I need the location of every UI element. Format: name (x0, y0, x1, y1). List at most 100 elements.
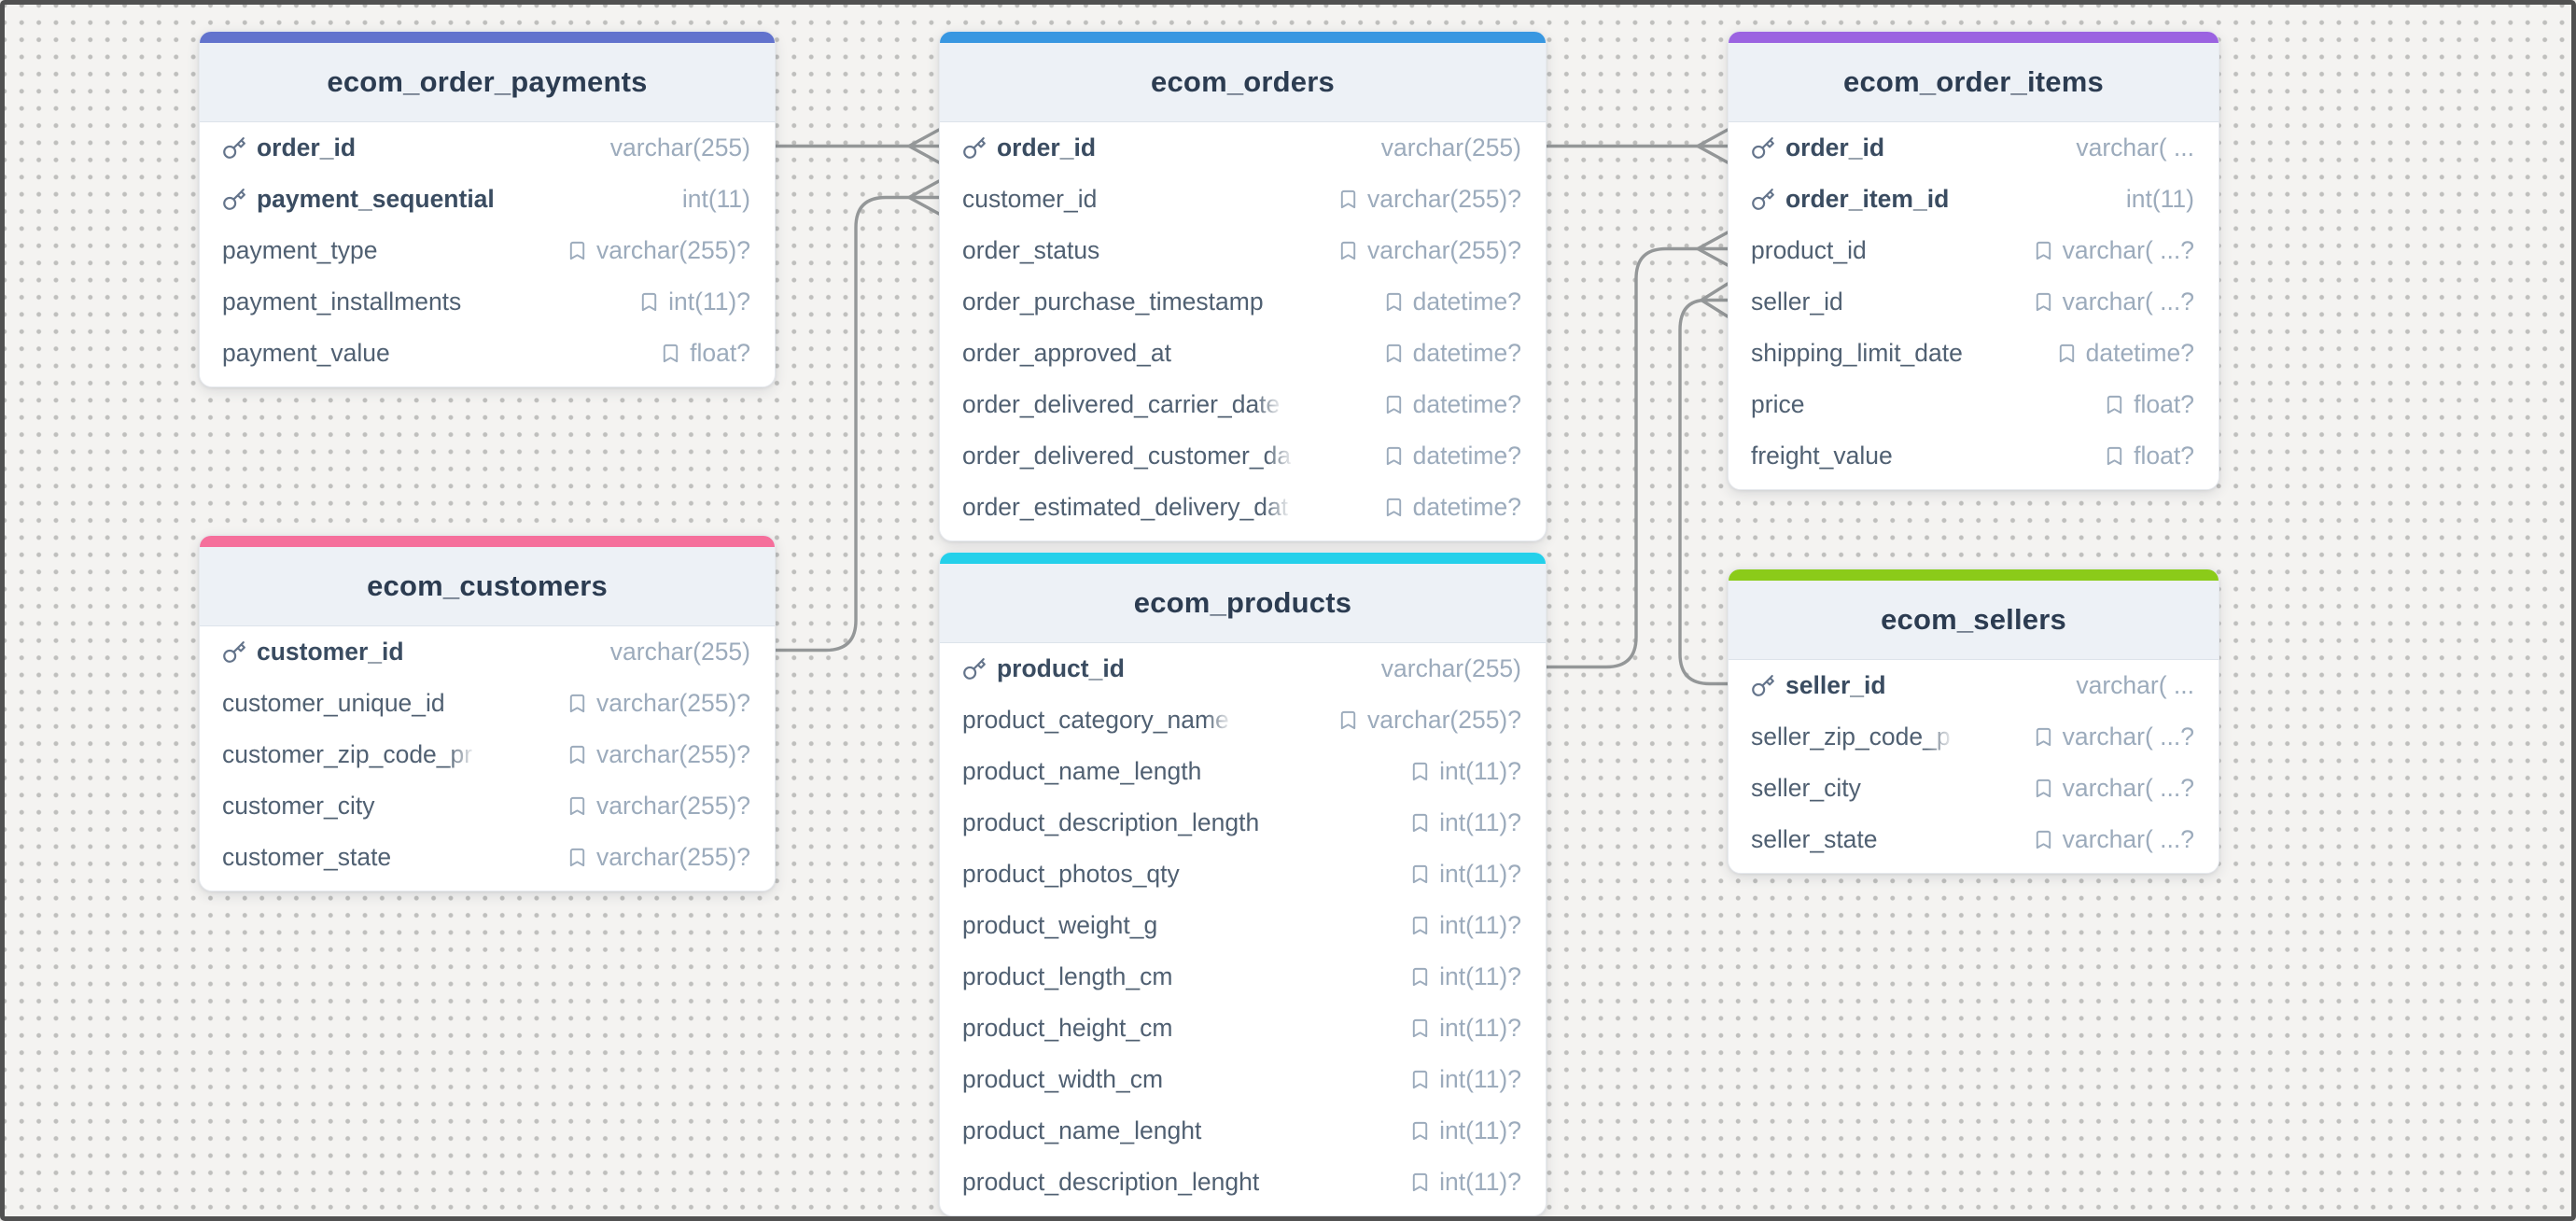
table-row[interactable]: product_name_lenght int(11)? (962, 1116, 1521, 1144)
table-row[interactable]: order_item_id int(11) (1729, 174, 2219, 225)
table-row[interactable]: customer_zip_code_pr varchar(255)? (222, 740, 750, 768)
table-title[interactable]: ecom_order_items (1729, 43, 2219, 122)
table-row[interactable]: order_delivered_customer_da datetime? (962, 442, 1521, 470)
table-row[interactable]: payment_sequential int(11) (200, 174, 775, 225)
table-row[interactable]: product_id varchar( ...? (1751, 236, 2194, 264)
table-ecom-orders[interactable]: ecom_orders order_id varchar(255) custom… (939, 31, 1547, 541)
table-title[interactable]: ecom_products (940, 564, 1546, 643)
key-icon (223, 136, 245, 159)
table-row[interactable]: product_height_cm int(11)? (962, 1014, 1521, 1042)
bookmark-icon (1412, 1121, 1428, 1141)
table-row[interactable]: order_id varchar(255) (200, 122, 775, 174)
table-row[interactable]: seller_state varchar( ...? (1751, 825, 2194, 853)
bookmark-icon (1412, 1172, 1428, 1192)
key-icon (223, 188, 245, 210)
relationship-orders-items[interactable] (1543, 128, 1729, 164)
table-row[interactable]: seller_city varchar( ...? (1751, 774, 2194, 802)
bookmark-icon (569, 241, 585, 260)
table-row[interactable]: order_status varchar(255)? (962, 236, 1521, 264)
relationship-customers-orders[interactable] (772, 179, 941, 653)
table-row[interactable]: payment_value float? (222, 339, 750, 367)
table-row[interactable]: shipping_limit_date datetime? (1751, 339, 2194, 367)
table-row[interactable]: order_id varchar(255) (940, 122, 1546, 174)
bookmark-icon (1386, 292, 1401, 312)
table-row[interactable]: product_id varchar(255) (940, 643, 1546, 695)
relationship-payments-orders[interactable] (772, 128, 941, 164)
bookmark-icon (1340, 710, 1356, 730)
bookmark-icon (664, 344, 679, 363)
table-row[interactable]: order_delivered_carrier_date datetime? (962, 390, 1521, 418)
table-row[interactable]: product_category_name varchar(255)? (962, 706, 1521, 734)
table-accent-bar (200, 536, 775, 547)
table-row[interactable]: product_description_lenght int(11)? (962, 1168, 1521, 1196)
table-ecom-products[interactable]: ecom_products product_id varchar(255) pr… (939, 552, 1547, 1216)
table-row[interactable]: order_estimated_delivery_dat datetime? (962, 493, 1521, 521)
bookmark-icon (569, 796, 585, 816)
table-row[interactable]: order_id varchar( ... (1729, 122, 2219, 174)
bookmark-icon (569, 745, 585, 765)
table-accent-bar (940, 553, 1546, 564)
bookmark-icon (641, 292, 657, 312)
bookmark-icon (1340, 189, 1356, 209)
table-row[interactable]: customer_id varchar(255)? (962, 185, 1521, 213)
bookmark-icon (569, 848, 585, 867)
table-row[interactable]: payment_type varchar(255)? (222, 236, 750, 264)
table-row[interactable]: customer_city varchar(255)? (222, 792, 750, 820)
table-row[interactable]: seller_id varchar( ... (1729, 660, 2219, 711)
table-title[interactable]: ecom_sellers (1729, 581, 2219, 660)
table-row[interactable]: seller_zip_code_p varchar( ...? (1751, 723, 2194, 751)
bookmark-icon (1386, 446, 1401, 466)
bookmark-icon (1412, 1070, 1428, 1089)
table-ecom-customers[interactable]: ecom_customers customer_id varchar(255) … (199, 535, 776, 891)
table-row[interactable]: payment_installments int(11)? (222, 288, 750, 316)
table-row[interactable]: product_weight_g int(11)? (962, 911, 1521, 939)
bookmark-icon (2107, 395, 2122, 414)
table-row[interactable]: price float? (1751, 390, 2194, 418)
table-row[interactable]: customer_state varchar(255)? (222, 843, 750, 871)
table-row[interactable]: order_purchase_timestamp datetime? (962, 288, 1521, 316)
key-icon (1752, 674, 1774, 696)
table-accent-bar (200, 32, 775, 43)
bookmark-icon (2059, 344, 2074, 363)
table-ecom-order-items[interactable]: ecom_order_items order_id varchar( ... o… (1728, 31, 2219, 490)
key-icon (223, 640, 245, 663)
bookmark-icon (2107, 446, 2122, 466)
bookmark-icon (1412, 916, 1428, 935)
bookmark-icon (2036, 241, 2051, 260)
bookmark-icon (1386, 498, 1401, 517)
bookmark-icon (1386, 344, 1401, 363)
table-row[interactable]: seller_id varchar( ...? (1751, 288, 2194, 316)
table-title[interactable]: ecom_customers (200, 547, 775, 626)
table-row[interactable]: product_width_cm int(11)? (962, 1065, 1521, 1093)
bookmark-icon (2036, 292, 2051, 312)
table-row[interactable]: product_name_length int(11)? (962, 757, 1521, 785)
relationship-products-items[interactable] (1543, 231, 1729, 669)
bookmark-icon (1412, 813, 1428, 833)
bookmark-icon (1340, 241, 1356, 260)
table-row[interactable]: product_photos_qty int(11)? (962, 860, 1521, 888)
relationship-sellers-items[interactable] (1678, 282, 1729, 686)
table-row[interactable]: freight_value float? (1751, 442, 2194, 470)
key-icon (963, 136, 986, 159)
bookmark-icon (1412, 762, 1428, 781)
bookmark-icon (2036, 779, 2051, 798)
table-row[interactable]: customer_unique_id varchar(255)? (222, 689, 750, 717)
table-title[interactable]: ecom_order_payments (200, 43, 775, 122)
table-row[interactable]: product_description_length int(11)? (962, 808, 1521, 836)
table-accent-bar (1729, 569, 2219, 581)
bookmark-icon (1412, 1018, 1428, 1038)
key-icon (1752, 188, 1774, 210)
table-accent-bar (940, 32, 1546, 43)
bookmark-icon (569, 694, 585, 713)
key-icon (963, 657, 986, 680)
key-icon (1752, 136, 1774, 159)
bookmark-icon (2036, 830, 2051, 849)
table-row[interactable]: customer_id varchar(255) (200, 626, 775, 678)
table-ecom-order-payments[interactable]: ecom_order_payments order_id varchar(255… (199, 31, 776, 387)
table-title[interactable]: ecom_orders (940, 43, 1546, 122)
bookmark-icon (2036, 727, 2051, 747)
table-ecom-sellers[interactable]: ecom_sellers seller_id varchar( ... sell… (1728, 568, 2219, 874)
table-row[interactable]: product_length_cm int(11)? (962, 962, 1521, 990)
table-row[interactable]: order_approved_at datetime? (962, 339, 1521, 367)
